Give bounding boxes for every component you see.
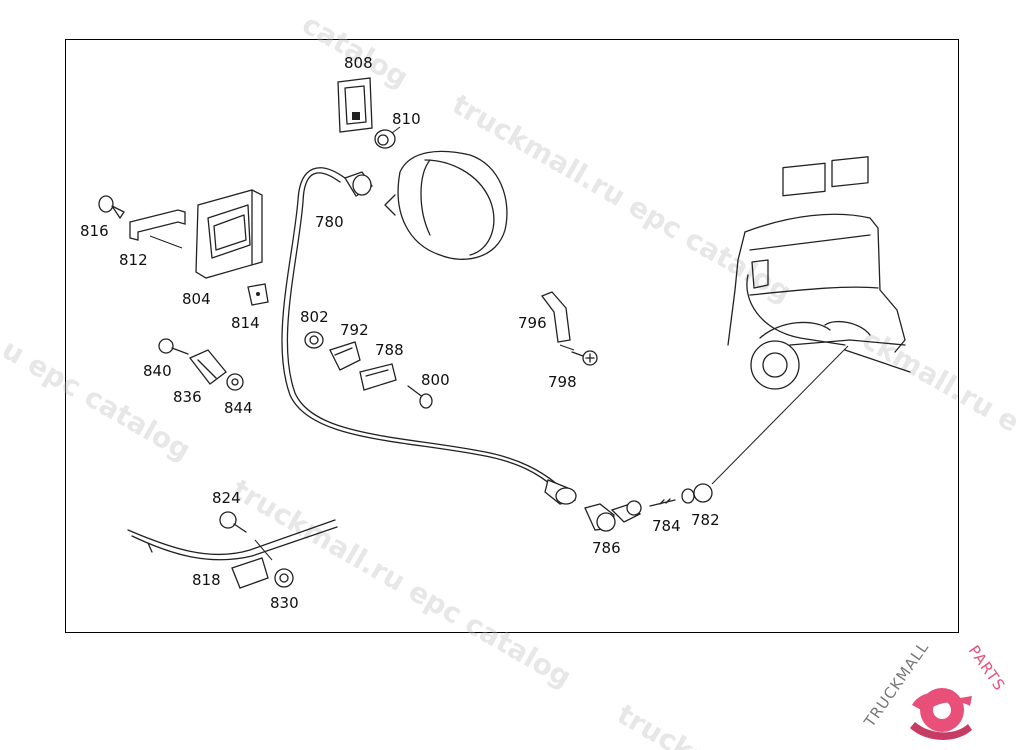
part-816-drawing bbox=[98, 195, 125, 219]
callout-836: 836 bbox=[173, 388, 202, 406]
callout-814: 814 bbox=[231, 314, 260, 332]
logo-text-parts-wrap: PARTS bbox=[965, 642, 1009, 694]
part-792-drawing bbox=[329, 341, 361, 371]
part-824-drawing bbox=[219, 511, 247, 533]
callout-844: 844 bbox=[224, 399, 253, 417]
part-840-drawing bbox=[158, 338, 189, 355]
vehicle-drawing bbox=[727, 156, 911, 390]
callout-812: 812 bbox=[119, 251, 148, 269]
part-818-drawing bbox=[127, 519, 338, 589]
part-798-drawing bbox=[571, 350, 598, 366]
callout-830: 830 bbox=[270, 594, 299, 612]
callout-786: 786 bbox=[592, 539, 621, 557]
truckmall-logo: TRUCKMALL PARTS bbox=[860, 638, 1009, 740]
part-810-drawing bbox=[374, 126, 401, 149]
part-780-drawing bbox=[281, 150, 577, 505]
part-784-drawing bbox=[649, 498, 676, 507]
part-804-drawing bbox=[195, 189, 263, 279]
part-802-drawing bbox=[304, 331, 324, 349]
callout-796: 796 bbox=[518, 314, 547, 332]
callout-810: 810 bbox=[392, 110, 421, 128]
part-830-drawing bbox=[274, 568, 294, 588]
callout-782: 782 bbox=[691, 511, 720, 529]
part-812-drawing bbox=[129, 209, 186, 249]
callout-840: 840 bbox=[143, 362, 172, 380]
diagram-frame bbox=[65, 39, 959, 633]
part-788-drawing bbox=[359, 363, 397, 391]
part-844-drawing bbox=[226, 373, 244, 391]
callout-labels: 808 810 780 816 812 804 814 802 792 788 … bbox=[80, 54, 720, 612]
callout-808: 808 bbox=[344, 54, 373, 72]
part-808-drawing bbox=[337, 77, 373, 133]
callout-780: 780 bbox=[315, 213, 344, 231]
logo-gear-icon bbox=[910, 688, 972, 740]
callout-800: 800 bbox=[421, 371, 450, 389]
callout-816: 816 bbox=[80, 222, 109, 240]
callout-818: 818 bbox=[192, 571, 221, 589]
part-814-drawing bbox=[247, 283, 269, 306]
watermark-right: ckmall.ru e bbox=[857, 322, 1024, 438]
part-782-drawing bbox=[681, 345, 849, 504]
callout-788: 788 bbox=[375, 341, 404, 359]
part-800-drawing bbox=[407, 385, 433, 409]
callout-792: 792 bbox=[340, 321, 369, 339]
callout-802: 802 bbox=[300, 308, 329, 326]
callout-784: 784 bbox=[652, 517, 681, 535]
part-796-drawing bbox=[540, 291, 575, 351]
callout-798: 798 bbox=[548, 373, 577, 391]
part-836-drawing bbox=[188, 349, 227, 385]
callout-824: 824 bbox=[212, 489, 241, 507]
part-786-drawing bbox=[584, 500, 642, 532]
callout-804: 804 bbox=[182, 290, 211, 308]
watermark-bottom: truckm bbox=[612, 697, 725, 750]
logo-text-parts: PARTS bbox=[965, 642, 1009, 694]
